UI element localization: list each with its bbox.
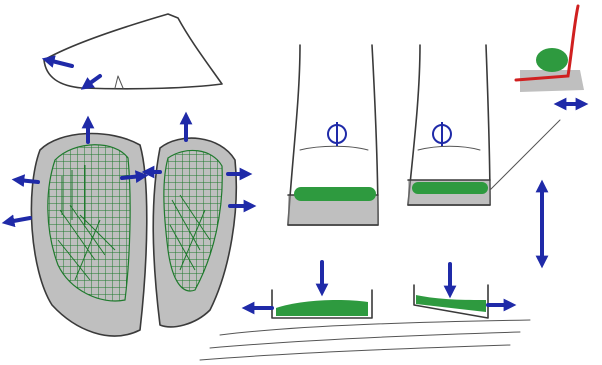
pad-profile-left [241, 260, 373, 319]
insole-left-top-view [1, 115, 149, 337]
pad-profile-right [413, 262, 517, 319]
arrow-left-icon [11, 174, 40, 188]
arrow-down-icon [80, 74, 102, 90]
arrow-left-icon [1, 214, 32, 228]
cross-section-right [407, 44, 561, 206]
ground-lines [199, 319, 531, 361]
insole-right-top-view [141, 111, 257, 328]
cross-section-left [287, 44, 379, 226]
arrow-right-icon [120, 170, 149, 184]
arrow-left-icon [41, 55, 74, 68]
insole-side-profile [41, 13, 223, 90]
heel-detail [514, 4, 589, 111]
